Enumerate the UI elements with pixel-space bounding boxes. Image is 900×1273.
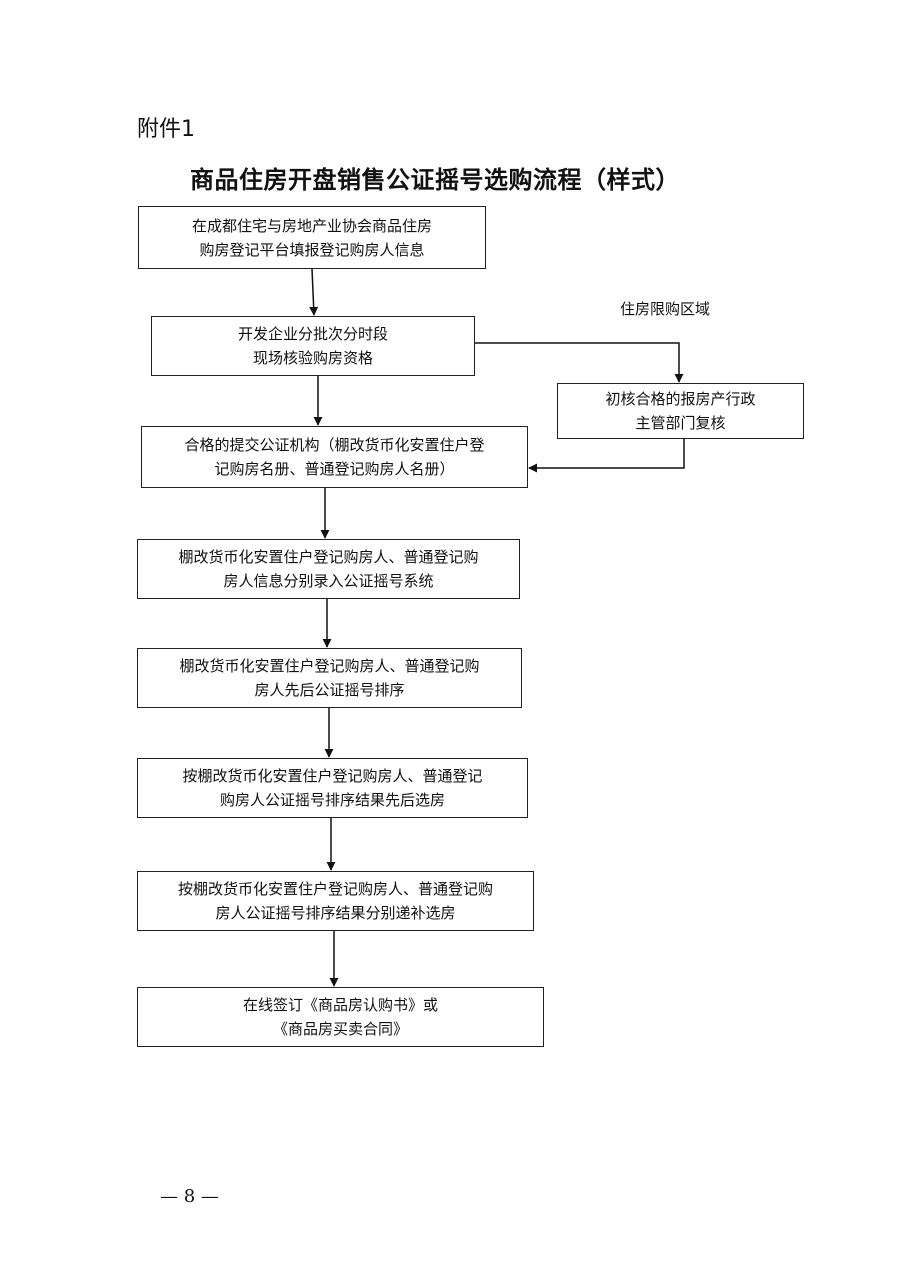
step-supplementary-selection: 按棚改货币化安置住户登记购房人、普通登记购 房人公证摇号排序结果分别递补选房 (137, 871, 534, 931)
step-text-line: 房人先后公证摇号排序 (254, 681, 405, 699)
step-text-line: 在线签订《商品房认购书》或 (242, 996, 438, 1014)
arrow-review-to-submit (528, 439, 685, 473)
annex-label: 附件1 (137, 117, 195, 142)
step-verify-qualification: 开发企业分批次分时段 现场核验购房资格 (151, 316, 475, 376)
step-text-line: 主管部门复核 (635, 414, 726, 432)
step-text-line: 合格的提交公证机构（棚改货币化安置住户登 (184, 436, 485, 454)
arrow-verify-to-review (475, 342, 684, 383)
step-submit-notary: 合格的提交公证机构（棚改货币化安置住户登 记购房名册、普通登记购房人名册） (141, 426, 528, 488)
step-enter-lottery-system: 棚改货币化安置住户登记购房人、普通登记购 房人信息分别录入公证摇号系统 (137, 539, 520, 599)
step-authority-review: 初核合格的报房产行政 主管部门复核 (557, 383, 804, 439)
step-select-housing: 按棚改货币化安置住户登记购房人、普通登记 购房人公证摇号排序结果先后选房 (137, 758, 528, 818)
step-text-line: 棚改货币化安置住户登记购房人、普通登记购 (179, 657, 480, 675)
page-title: 商品住房开盘销售公证摇号选购流程（样式） (190, 165, 680, 194)
step-text-line: 在成都住宅与房地产业协会商品住房 (191, 216, 432, 235)
step-text-line: 购房登记平台填报登记购房人信息 (199, 240, 425, 259)
branch-label-restricted-area: 住房限购区域 (620, 300, 711, 318)
step-text-line: 《商品房买卖合同》 (272, 1020, 408, 1038)
step-text-line: 房人信息分别录入公证摇号系统 (223, 572, 434, 590)
arrow-register-to-verify (309, 268, 319, 316)
step-sign-contract: 在线签订《商品房认购书》或 《商品房买卖合同》 (137, 987, 544, 1047)
step-text-line: 按棚改货币化安置住户登记购房人、普通登记 (182, 767, 483, 785)
step-text-line: 初核合格的报房产行政 (605, 390, 756, 408)
page-number: — 8 — (160, 1186, 219, 1207)
step-text-line: 开发企业分批次分时段 (237, 325, 388, 343)
step-register-online: 在成都住宅与房地产业协会商品住房 购房登记平台填报登记购房人信息 (138, 206, 486, 269)
step-lottery-ranking: 棚改货币化安置住户登记购房人、普通登记购 房人先后公证摇号排序 (137, 648, 522, 708)
step-text-line: 房人公证摇号排序结果分别递补选房 (215, 904, 456, 922)
step-text-line: 现场核验购房资格 (252, 349, 373, 367)
step-text-line: 记购房名册、普通登记购房人名册） (214, 460, 455, 478)
step-text-line: 按棚改货币化安置住户登记购房人、普通登记购 (177, 880, 493, 898)
step-text-line: 购房人公证摇号排序结果先后选房 (219, 791, 445, 809)
step-text-line: 棚改货币化安置住户登记购房人、普通登记购 (178, 548, 479, 566)
